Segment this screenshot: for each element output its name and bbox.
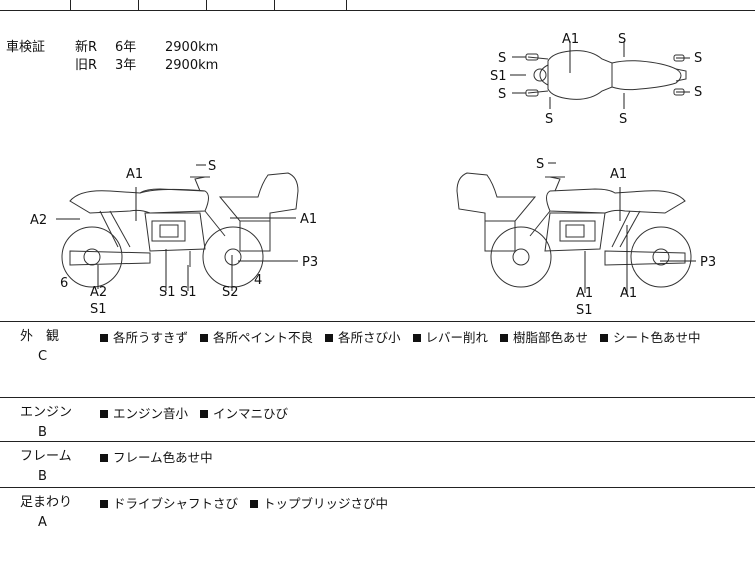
label-left-a2: A2 xyxy=(30,213,47,228)
section-engine: エンジン B エンジン音小 インマニひび xyxy=(0,397,755,442)
section-exterior: 外 観 C 各所うすきず 各所ペイント不良 各所さび小 レバー削れ 樹脂部色あせ… xyxy=(0,321,755,398)
bullet-square-icon xyxy=(100,334,108,342)
inspection-years: 3年 xyxy=(115,58,137,73)
label-left-s1: S1 xyxy=(159,285,176,300)
inspection-label: 車検証 xyxy=(6,40,46,55)
section-items: ドライブシャフトさび トップブリッジさび中 xyxy=(100,494,750,514)
bullet-square-icon xyxy=(412,334,421,342)
label-right-p3: P3 xyxy=(700,255,716,270)
section-grade: B xyxy=(38,469,47,484)
label-left-a1: A1 xyxy=(300,212,317,227)
bullet-square-icon xyxy=(200,410,208,418)
condition-item: フレーム色あせ中 xyxy=(100,450,213,465)
bullet-square-icon xyxy=(200,334,208,342)
leader-lines xyxy=(56,41,696,293)
header-cell xyxy=(0,0,71,10)
condition-item: 樹脂部色あせ xyxy=(500,330,588,345)
inspection-mileage: 2900km xyxy=(165,58,219,73)
label-top-s: S xyxy=(618,32,626,47)
label-right-a1: A1 xyxy=(576,286,593,301)
label-top-s: S xyxy=(498,87,506,102)
condition-item: エンジン音小 xyxy=(100,406,188,421)
label-top-s: S xyxy=(619,112,627,127)
section-grade: B xyxy=(38,425,47,440)
condition-item: ドライブシャフトさび xyxy=(100,496,238,511)
label-left-6: 6 xyxy=(60,276,68,291)
section-items: エンジン音小 インマニひび xyxy=(100,404,750,424)
header-strip xyxy=(0,0,755,11)
label-left-p3: P3 xyxy=(302,255,318,270)
inspection-mileage: 2900km xyxy=(165,40,219,55)
label-left-a2: A2 xyxy=(90,285,107,300)
header-cell xyxy=(206,0,275,10)
label-right-a1: A1 xyxy=(620,286,637,301)
condition-sections: 外 観 C 各所うすきず 各所ペイント不良 各所さび小 レバー削れ 樹脂部色あせ… xyxy=(0,321,755,561)
condition-item: 各所ペイント不良 xyxy=(200,330,313,345)
motorcycle-right-view xyxy=(456,172,692,288)
label-left-a1: A1 xyxy=(126,167,143,182)
bullet-square-icon xyxy=(100,500,108,508)
label-top-s: S xyxy=(545,112,553,127)
bullet-square-icon xyxy=(100,410,108,418)
label-right-s: S xyxy=(536,157,544,172)
label-right-a1: A1 xyxy=(610,167,627,182)
section-suspension: 足まわり A ドライブシャフトさび トップブリッジさび中 xyxy=(0,487,755,562)
label-top-s: S xyxy=(694,85,702,100)
bullet-square-icon xyxy=(600,334,608,342)
header-cell xyxy=(138,0,207,10)
bullet-square-icon xyxy=(500,334,508,342)
condition-item: レバー削れ xyxy=(412,330,488,345)
label-top-s1: S1 xyxy=(490,69,507,84)
inspection-years: 6年 xyxy=(115,40,137,55)
condition-item: トップブリッジさび中 xyxy=(250,496,388,511)
section-category: 足まわり xyxy=(20,495,73,510)
bullet-square-icon xyxy=(250,500,258,508)
section-category: エンジン xyxy=(20,405,73,420)
label-right-s1: S1 xyxy=(576,303,593,318)
section-category: 外 観 xyxy=(20,329,60,344)
section-items: フレーム色あせ中 xyxy=(100,448,750,468)
section-grade: A xyxy=(38,515,47,530)
motorcycle-top-view xyxy=(525,50,687,100)
section-frame: フレーム B フレーム色あせ中 xyxy=(0,441,755,488)
section-category: フレーム xyxy=(20,449,72,464)
header-cell xyxy=(274,0,347,10)
label-left-s2: S2 xyxy=(222,285,239,300)
motorcycle-diagrams: A1 S S S1 S S S S S A1 S A2 A1 P3 4 6 A2… xyxy=(30,32,716,318)
label-left-s1: S1 xyxy=(90,302,107,317)
label-top-s: S xyxy=(498,51,506,66)
condition-item: 各所うすきず xyxy=(100,330,188,345)
label-top-a1: A1 xyxy=(562,32,579,47)
condition-item: シート色あせ中 xyxy=(600,330,701,345)
header-cell xyxy=(70,0,139,10)
label-top-s: S xyxy=(694,51,702,66)
bullet-square-icon xyxy=(100,454,108,462)
condition-item: 各所さび小 xyxy=(325,330,401,345)
section-items: 各所うすきず 各所ペイント不良 各所さび小 レバー削れ 樹脂部色あせ シート色あ… xyxy=(100,328,750,348)
label-left-s: S xyxy=(208,159,216,174)
condition-item: インマニひび xyxy=(200,406,288,421)
section-grade: C xyxy=(38,349,48,364)
motorcycle-left-view xyxy=(61,172,299,288)
label-left-4: 4 xyxy=(254,273,262,288)
bullet-square-icon xyxy=(325,334,333,342)
label-left-s1: S1 xyxy=(180,285,197,300)
